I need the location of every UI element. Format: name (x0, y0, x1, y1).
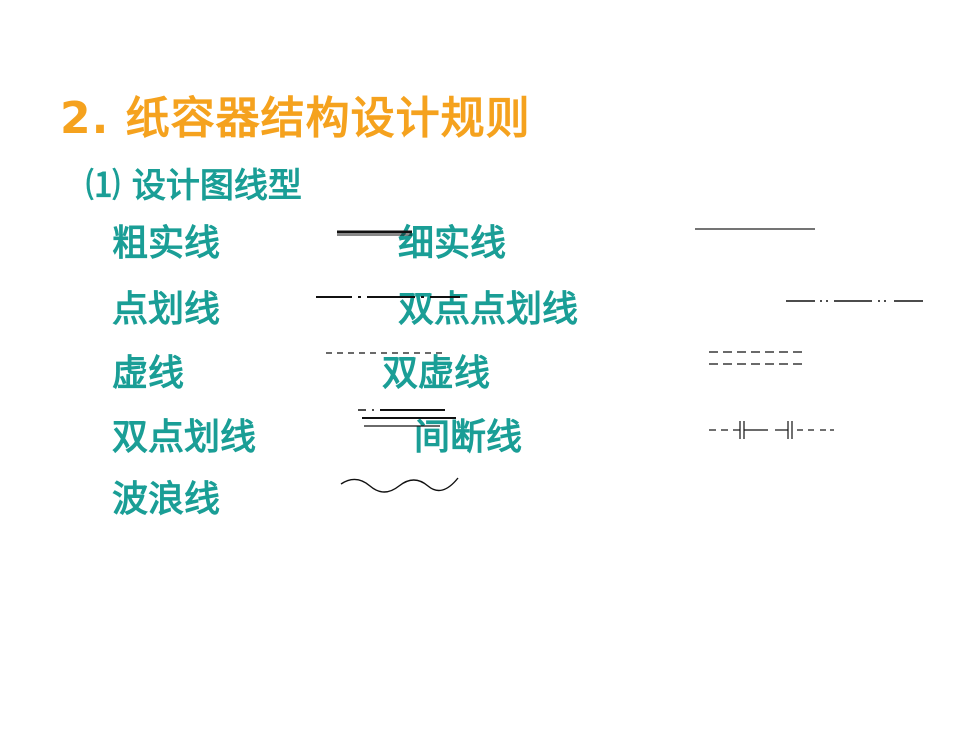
slide-title: 2. 纸容器结构设计规则 (60, 93, 531, 144)
label-dash-dot: 点划线 (112, 289, 221, 330)
sample-wavy (340, 477, 459, 493)
label-thin-solid: 细实线 (398, 223, 507, 264)
label-break-line: 间断线 (414, 417, 523, 458)
label-thick-solid: 粗实线 (112, 223, 221, 264)
label-dashed: 虚线 (112, 353, 185, 394)
label-double-dash-dot: 双点点划线 (398, 289, 579, 330)
sample-double-dashed (709, 351, 806, 365)
label-double-dot-dash: 双点划线 (112, 417, 257, 458)
label-wavy: 波浪线 (112, 479, 221, 520)
label-double-dashed: 双虚线 (382, 353, 491, 394)
section-heading: ⑴ 设计图线型 (86, 166, 302, 206)
sample-double-dot-dash (358, 409, 456, 427)
sample-break-line (709, 421, 834, 439)
